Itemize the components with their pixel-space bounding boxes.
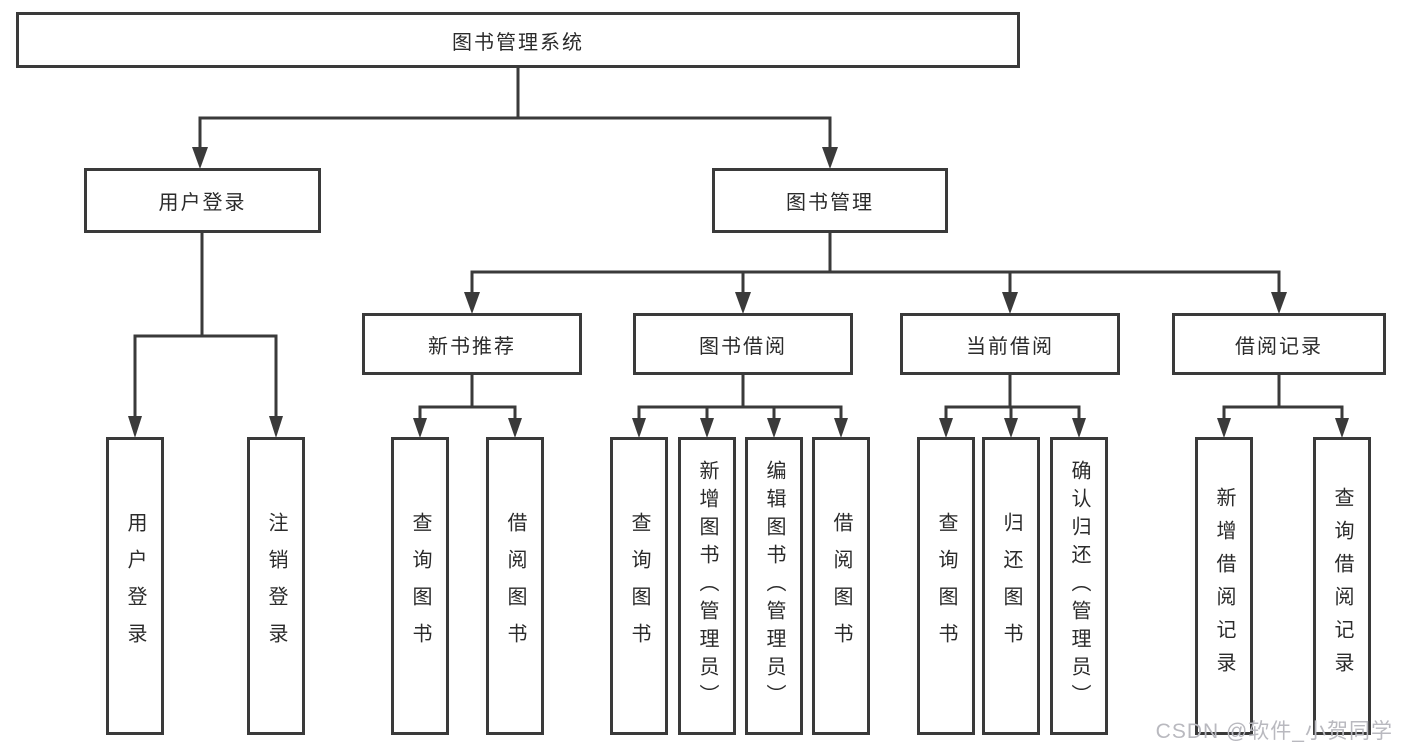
leaf-edit-books-admin: 编辑图书（管理员） [745, 437, 803, 735]
node-current-borrow: 当前借阅 [900, 313, 1120, 375]
leaf-query-books-recommend: 查询图书 [391, 437, 449, 735]
node-label: 用户登录 [158, 192, 247, 214]
node-root-library-system: 图书管理系统 [16, 12, 1020, 68]
node-borrow-records: 借阅记录 [1172, 313, 1386, 375]
node-user-login: 用户登录 [84, 168, 321, 233]
leaf-query-books-current: 查询图书 [917, 437, 975, 735]
node-label: 查询图书 [409, 512, 431, 660]
csdn-watermark: CSDN @软件_小贺同学 [1155, 720, 1393, 743]
node-label: 图书借阅 [699, 335, 787, 358]
leaf-return-books: 归还图书 [982, 437, 1040, 735]
node-label: 注销登录 [265, 512, 287, 660]
node-label: 新增图书（管理员） [696, 460, 718, 712]
node-label: 新书推荐 [428, 335, 516, 358]
leaf-borrow-books: 借阅图书 [812, 437, 870, 735]
node-label: 图书管理 [786, 192, 874, 214]
leaf-query-books-borrow: 查询图书 [610, 437, 668, 735]
node-label: 借阅图书 [830, 512, 852, 660]
node-label: 查询图书 [628, 512, 650, 660]
node-label: 新增借阅记录 [1213, 487, 1235, 685]
node-label: 查询图书 [935, 512, 957, 660]
leaf-borrow-books-recommend: 借阅图书 [486, 437, 544, 735]
node-label: 图书管理系统 [452, 31, 584, 54]
node-label: 用户登录 [124, 512, 146, 660]
node-label: 归还图书 [1000, 512, 1022, 660]
node-label: 当前借阅 [966, 335, 1054, 358]
node-new-book-recommend: 新书推荐 [362, 313, 582, 375]
leaf-logout: 注销登录 [247, 437, 305, 735]
node-book-borrow: 图书借阅 [633, 313, 853, 375]
leaf-query-borrow-record: 查询借阅记录 [1313, 437, 1371, 735]
node-label: 编辑图书（管理员） [763, 460, 785, 712]
leaf-user-login: 用户登录 [106, 437, 164, 735]
node-label: 借阅图书 [504, 512, 526, 660]
node-label: 确认归还（管理员） [1068, 460, 1090, 712]
node-label: 借阅记录 [1235, 335, 1323, 358]
leaf-add-borrow-record: 新增借阅记录 [1195, 437, 1253, 735]
node-label: 查询借阅记录 [1331, 487, 1353, 685]
leaf-confirm-return-admin: 确认归还（管理员） [1050, 437, 1108, 735]
leaf-add-books-admin: 新增图书（管理员） [678, 437, 736, 735]
node-book-management: 图书管理 [712, 168, 948, 233]
